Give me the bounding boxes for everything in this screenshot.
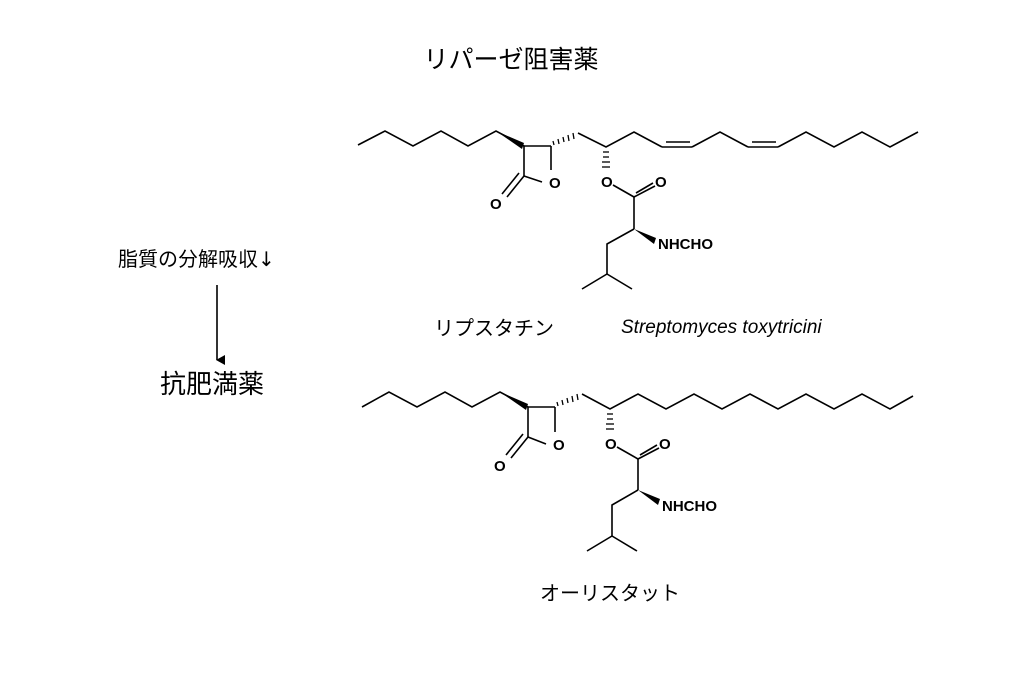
orlistat-ring-o: O <box>553 437 565 454</box>
lipstatin-amide-label: NHCHO <box>658 236 713 253</box>
orlistat-carbonyl-o: O <box>494 458 506 475</box>
lipstatin-source: Streptomyces toxytricini <box>621 317 822 338</box>
lipstatin-carbonyl-o: O <box>490 196 502 213</box>
orlistat-ester-carbonyl-o: O <box>659 436 671 453</box>
orlistat-structure <box>361 391 914 552</box>
lipstatin-ester-o: O <box>601 174 613 191</box>
orlistat-amide-label: NHCHO <box>662 498 717 515</box>
lipstatin-name: リプスタチン <box>434 316 554 340</box>
slide-title: リパーゼ阻害薬 <box>423 45 598 74</box>
effect-label: 脂質の分解吸収↓ <box>118 247 275 271</box>
class-label: 抗肥満薬 <box>160 370 264 400</box>
lipstatin-ring-o: O <box>549 175 561 192</box>
orlistat-name: オーリスタット <box>540 581 680 605</box>
lipstatin-ester-carbonyl-o: O <box>655 174 667 191</box>
lipstatin-structure <box>357 130 919 290</box>
orlistat-ester-o: O <box>605 436 617 453</box>
